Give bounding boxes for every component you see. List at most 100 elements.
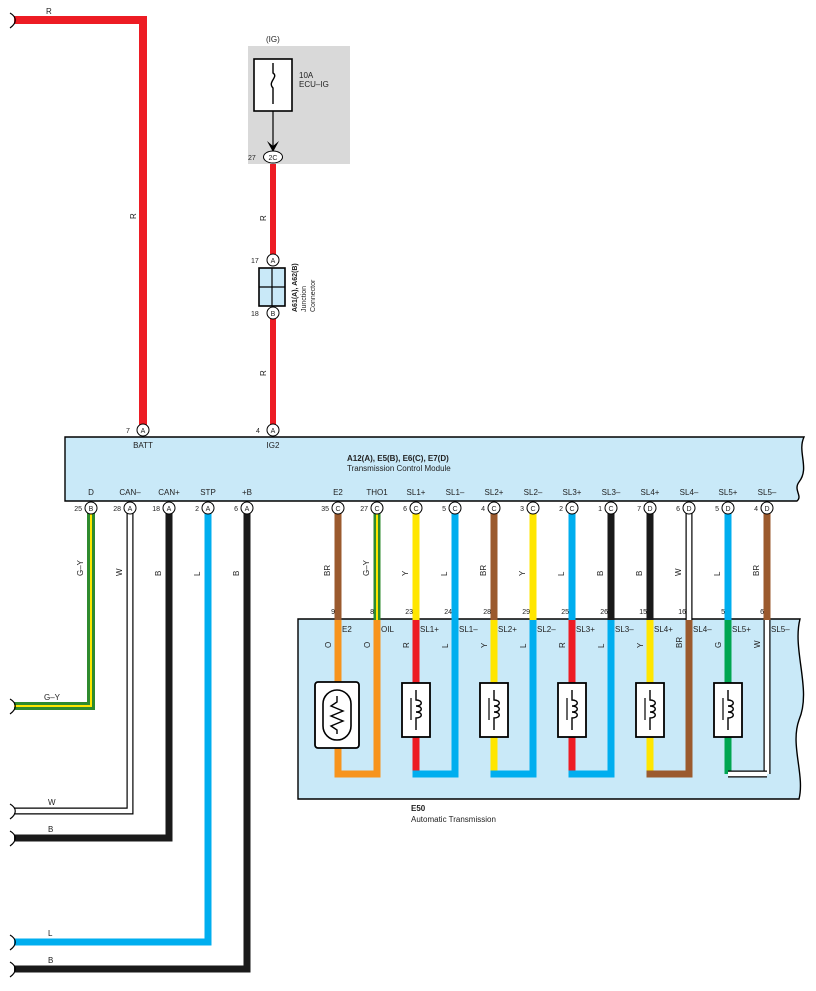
tcm-pin-number: 2 xyxy=(559,506,563,513)
wire-label-batt-vertical: R xyxy=(129,213,138,219)
tcm-box xyxy=(64,436,806,502)
tcm-pin-number: 2 xyxy=(195,506,199,513)
tcm-pin-batt-circle xyxy=(136,423,150,437)
tcm-wire-label: B xyxy=(596,571,605,576)
wire-label-ig-lower: R xyxy=(259,370,268,376)
tcm-pin-name: SL4+ xyxy=(641,488,660,497)
tcm-pin-number: 25 xyxy=(74,506,82,513)
tcm-pin-letter: D xyxy=(764,506,769,513)
tcm-pin-number: 35 xyxy=(321,506,329,513)
transmission-wire-label: W xyxy=(753,640,762,648)
transmission-wire-label: R xyxy=(402,642,411,648)
solenoid-icon xyxy=(401,682,431,738)
wire-break-icon xyxy=(9,961,16,978)
solenoid-coil xyxy=(727,690,734,730)
solenoid-coil xyxy=(571,690,578,730)
tcm-pin-number: 27 xyxy=(360,506,368,513)
wire-break-icon xyxy=(9,830,16,847)
transmission-pin-name: SL4+ xyxy=(654,625,673,634)
tcm-wire-label: B xyxy=(154,571,163,576)
tcm-pin-number: 4 xyxy=(754,506,758,513)
transmission-pin-name: SL1– xyxy=(459,625,478,634)
wire-break-icon xyxy=(9,12,16,29)
tcm-wire-label: W xyxy=(115,568,124,576)
wire-w-can-minus-outline xyxy=(14,510,134,815)
wire-b-can-plus xyxy=(14,510,173,842)
tcm-pin-name: SL5– xyxy=(758,488,777,497)
tcm-pin-letter: D xyxy=(647,506,652,513)
tcm-wire-label: BR xyxy=(323,565,332,576)
fuse-name: ECU–IG xyxy=(299,80,329,89)
junction-code: A61(A), A62(B) xyxy=(292,263,299,312)
solenoid-coil xyxy=(415,690,422,730)
tcm-pin-name: SL1+ xyxy=(407,488,426,497)
transmission-pin-number: 28 xyxy=(483,609,491,616)
tcm-code: A12(A), E5(B), E6(C), E7(D) xyxy=(347,454,449,463)
tcm-pin-number: 6 xyxy=(234,506,238,513)
transmission-pin-name: SL4– xyxy=(693,625,712,634)
tcm-pin-number: 1 xyxy=(598,506,602,513)
tcm-pin-letter: A xyxy=(128,506,133,513)
tcm-pin-letter: C xyxy=(413,506,418,513)
wire-label-batt-top: R xyxy=(46,7,52,16)
junction-label-line2: Connector xyxy=(310,279,317,312)
fuse-source-label: (IG) xyxy=(266,35,280,44)
tcm-wire-label: L xyxy=(440,571,449,576)
tcm-pin-circle xyxy=(760,501,774,515)
transmission-pin-name: SL5+ xyxy=(732,625,751,634)
transmission-wire-label: L xyxy=(597,643,606,648)
tcm-pin-circle xyxy=(201,501,215,515)
tcm-pin-circle xyxy=(409,501,423,515)
wire-break-icon xyxy=(9,698,16,715)
tcm-pin-number: 6 xyxy=(403,506,407,513)
junction-bottom-pin-number: 18 xyxy=(251,311,259,318)
tcm-wire-label: BR xyxy=(752,565,761,576)
tcm-pin-name: E2 xyxy=(333,488,343,497)
transmission-pin-name: SL2– xyxy=(537,625,556,634)
transmission-pin-name: SL5– xyxy=(771,625,790,634)
junction-bottom-pin-letter: B xyxy=(271,311,276,318)
wire-label-left-w: W xyxy=(48,798,56,807)
transmission-pin-name: SL2+ xyxy=(498,625,517,634)
tcm-pin-ig2-number: 4 xyxy=(256,428,260,435)
transmission-pin-number: 9 xyxy=(331,609,335,616)
wire-gy-d-stripe xyxy=(14,510,92,707)
transmission-wire-label: Y xyxy=(480,642,489,648)
transmission-wire-label: O xyxy=(363,642,372,648)
tcm-pin-letter: C xyxy=(374,506,379,513)
transmission-pin-number: 26 xyxy=(600,609,608,616)
wire-gy-d xyxy=(14,510,95,710)
transmission-pin-number: 5 xyxy=(721,609,725,616)
tcm-pin-name: SL3+ xyxy=(563,488,582,497)
transmission-wire-label: G xyxy=(714,642,723,648)
tcm-pin-letter: C xyxy=(569,506,574,513)
wire-b-plusb xyxy=(14,510,251,973)
tcm-bottom-connector-group: G–YDB25WCAN–A28BCAN+A18LSTPA2B+BA6BRE2C3… xyxy=(74,488,777,620)
solenoid-coil xyxy=(493,690,500,730)
tcm-pin-name: SL4– xyxy=(680,488,699,497)
transmission-wire-label: L xyxy=(519,643,528,648)
tcm-pin-circle xyxy=(526,501,540,515)
tcm-pin-number: 7 xyxy=(637,506,641,513)
tcm-pin-name: CAN+ xyxy=(158,488,180,497)
transmission-pin-number: 16 xyxy=(678,609,686,616)
tcm-pin-ig2-circle xyxy=(266,423,280,437)
junction-label-line1: Junction xyxy=(301,286,308,312)
transmission-name: Automatic Transmission xyxy=(411,815,496,824)
wire-w-can-minus xyxy=(14,510,133,814)
tcm-pin-letter: D xyxy=(725,506,730,513)
junction-top-pin-letter: A xyxy=(271,258,276,265)
tcm-pin-circle xyxy=(123,501,137,515)
fuse-pin-letter: 2C xyxy=(269,155,278,162)
transmission-pin-number: 15 xyxy=(639,609,647,616)
tcm-pin-name: THO1 xyxy=(366,488,388,497)
tcm-pin-name: CAN– xyxy=(119,488,141,497)
tcm-pin-letter: C xyxy=(452,506,457,513)
transmission-pin-name: SL1+ xyxy=(420,625,439,634)
tcm-pin-name: D xyxy=(88,488,94,497)
tcm-pin-name: SL3– xyxy=(602,488,621,497)
fuse-element xyxy=(270,63,276,104)
tcm-pin-letter: A xyxy=(245,506,250,513)
tcm-pin-letter: B xyxy=(89,506,94,513)
